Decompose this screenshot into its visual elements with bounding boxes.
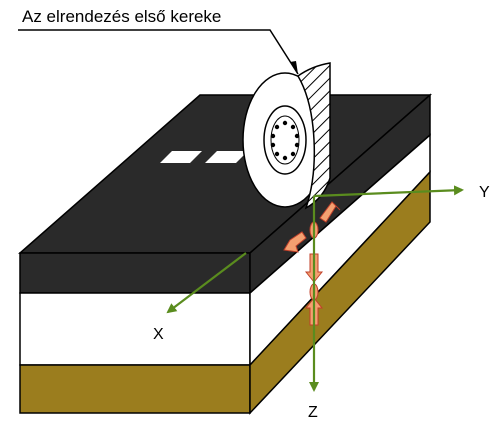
lane-marking: [205, 151, 248, 163]
callout-label: Az elrendezés első kereke: [22, 7, 221, 26]
front-wheel: [242, 62, 331, 210]
wheel-bolts: [270, 120, 300, 161]
asphalt-layer-front: [19, 252, 251, 294]
y-axis: [313, 185, 464, 198]
pavement-block: [18, 93, 432, 415]
stress-arrow: [283, 231, 307, 253]
coordinate-axes: [166, 185, 464, 392]
lane-marking: [160, 151, 202, 163]
stress-arrow: [319, 201, 341, 223]
z-axis-label: Z: [308, 404, 318, 421]
base-layer-front: [19, 292, 251, 366]
tire-cross-section: [297, 62, 331, 210]
callout-leader-line: [18, 29, 299, 75]
subgrade-layer-front: [19, 364, 251, 414]
y-axis-label: Y: [479, 184, 490, 201]
subgrade-layer-side: [249, 170, 431, 415]
callout-arrowhead: [290, 61, 298, 74]
x-axis-label: X: [153, 326, 164, 343]
x-axis: [166, 252, 247, 314]
